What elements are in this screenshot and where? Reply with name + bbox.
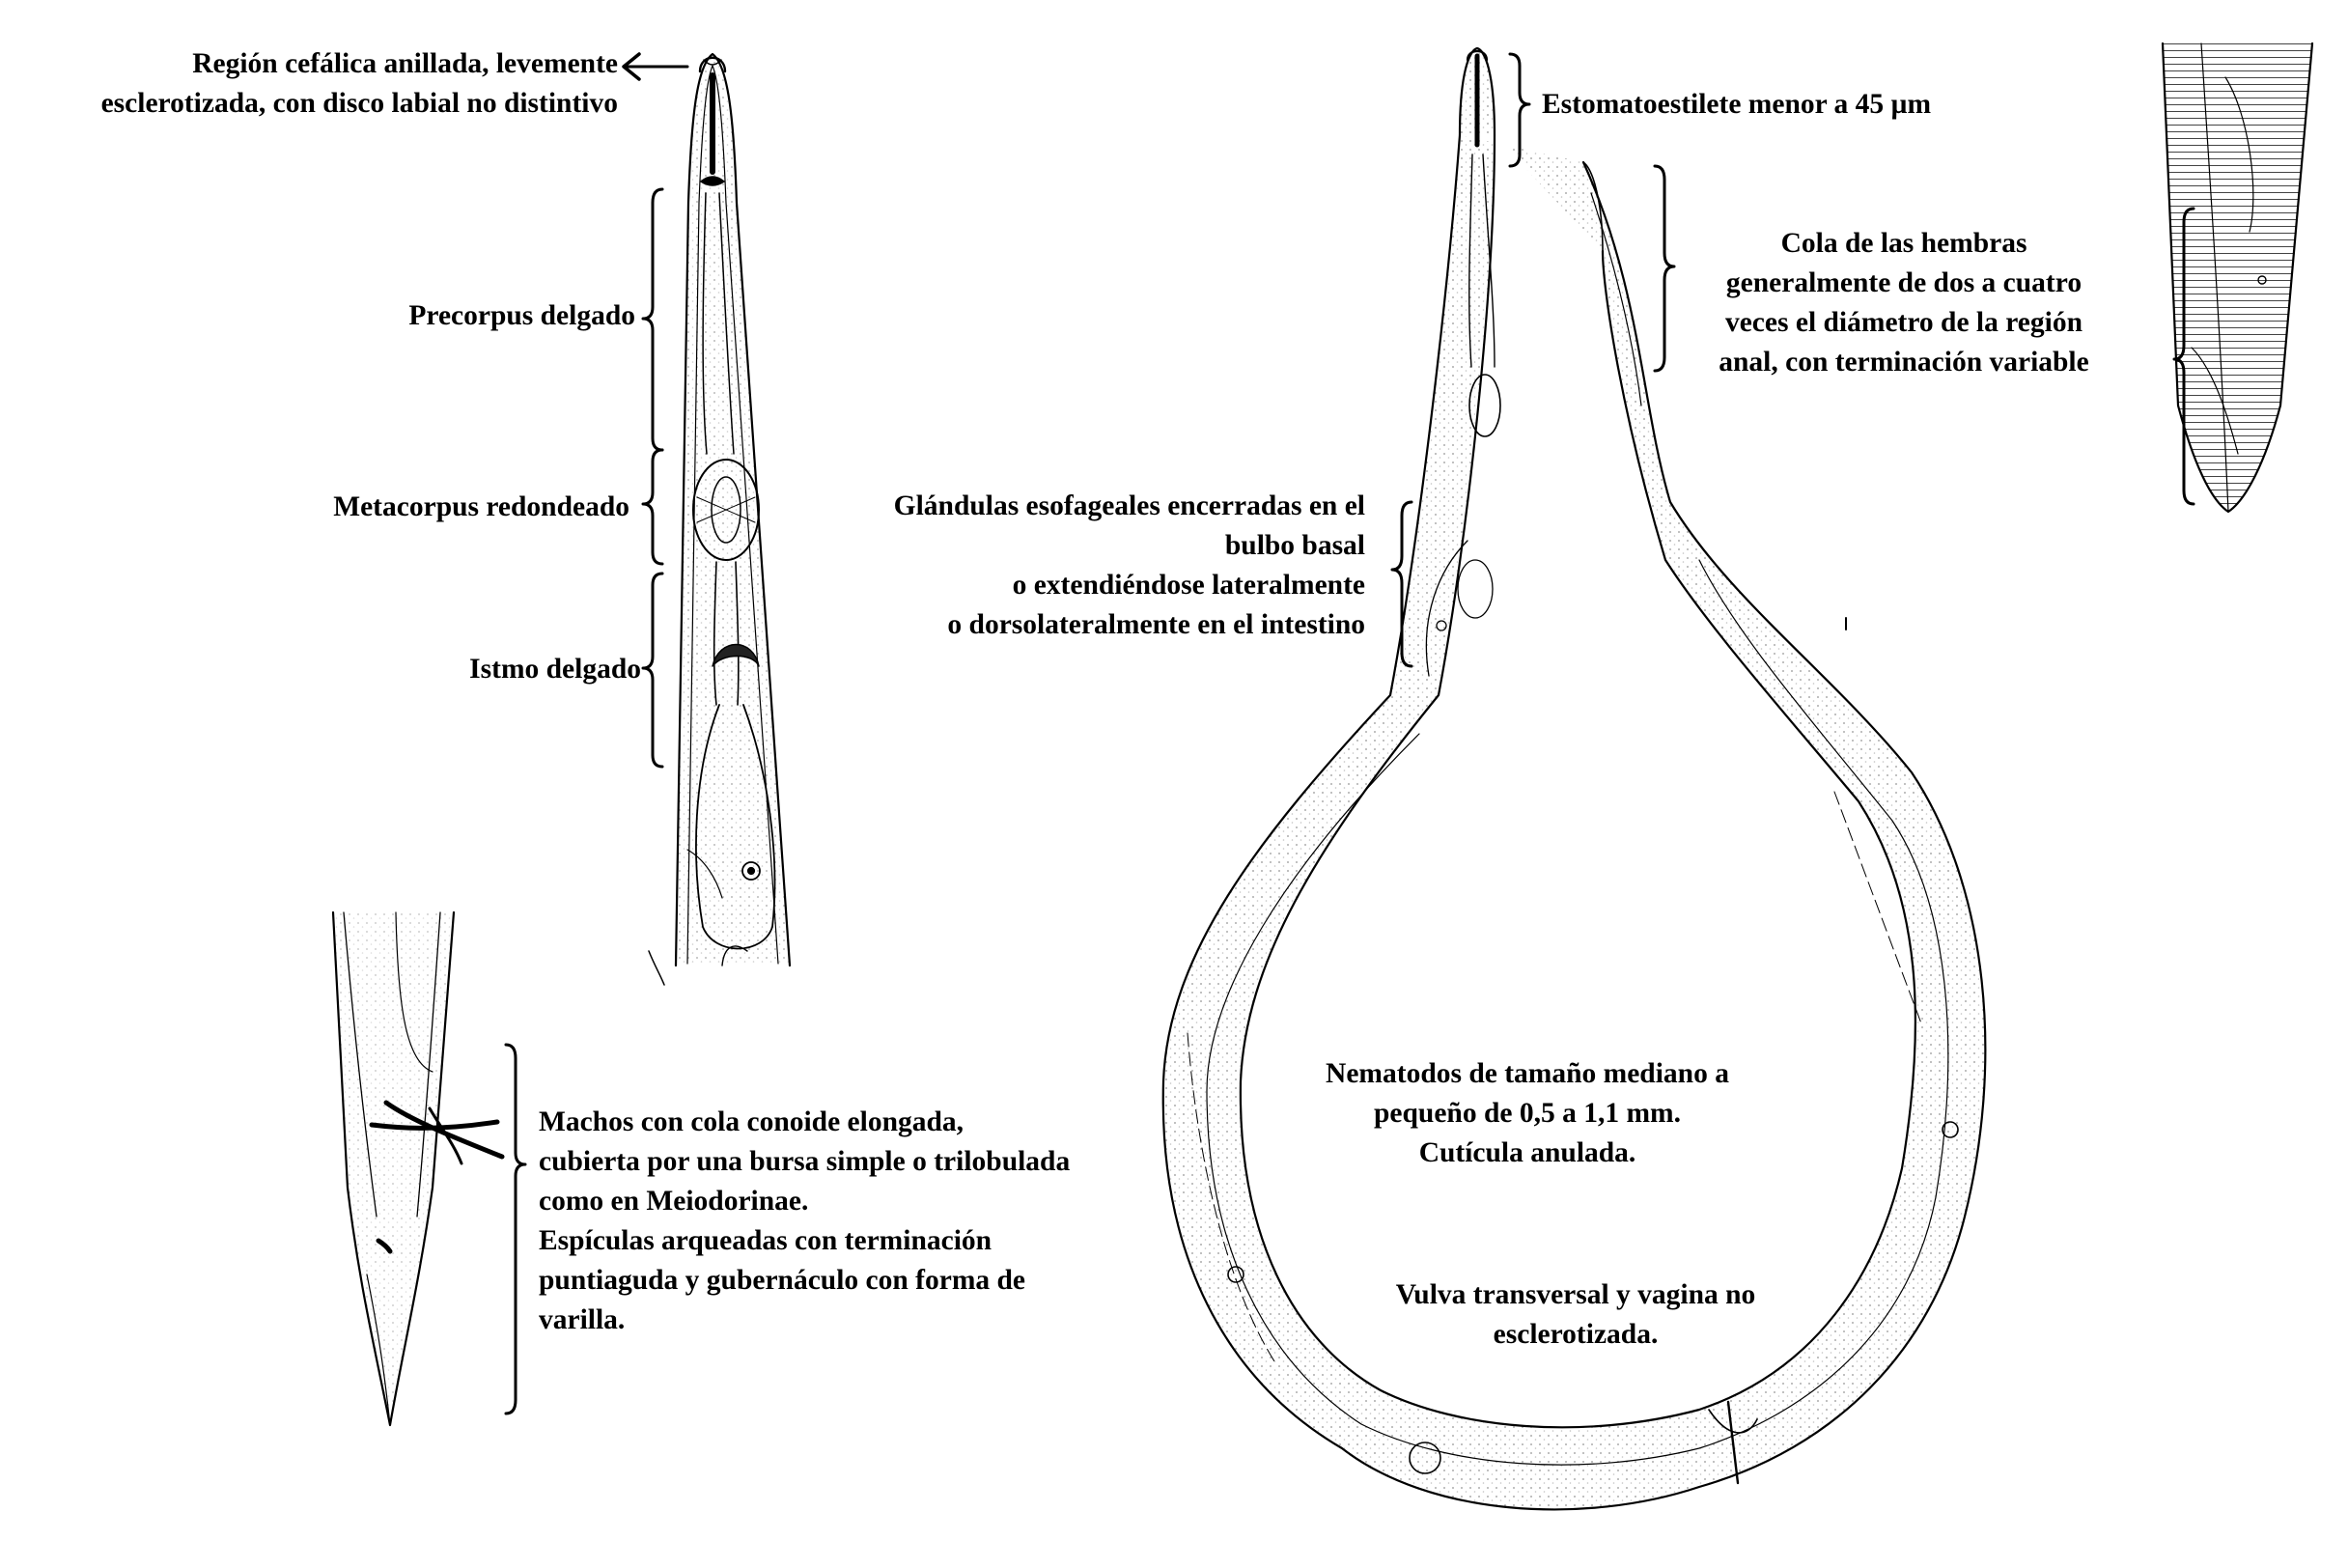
male-tail-illustration — [333, 912, 502, 1425]
anterior-region-illustration — [676, 54, 790, 966]
label-metacorpus: Metacorpus redondeado — [333, 488, 629, 527]
label-region-cefalica: Región cefálica anillada, levemente escl… — [101, 44, 618, 124]
speck-mark — [649, 951, 664, 985]
label-machos: Machos con cola conoide elongada, cubier… — [539, 1103, 1070, 1340]
label-estomatoestilete: Estomatoestilete menor a 45 µm — [1542, 85, 1931, 125]
label-tamano: Nematodos de tamaño mediano a pequeño de… — [1296, 1054, 1759, 1173]
label-precorpus: Precorpus delgado — [408, 296, 635, 336]
label-istmo: Istmo delgado — [469, 650, 641, 689]
label-vulva: Vulva transversal y vagina no esclerotiz… — [1354, 1275, 1798, 1355]
label-glandulas: Glándulas esofageales encerradas en el b… — [894, 487, 1365, 645]
label-cola-hembras: Cola de las hembras generalmente de dos … — [1682, 224, 2126, 382]
